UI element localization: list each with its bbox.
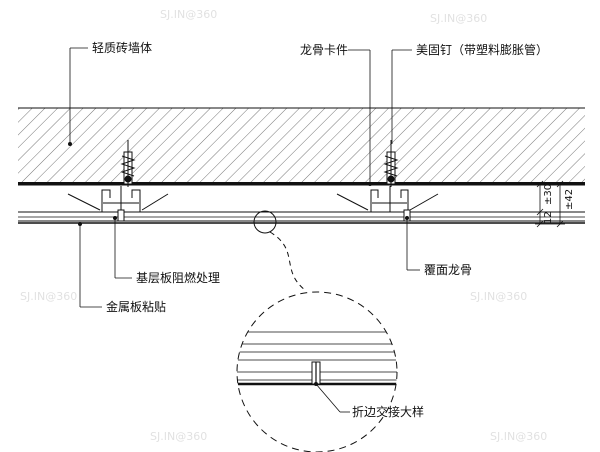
watermark-layer: SJ.IN@360 SJ.IN@360 SJ.IN@360 SJ.IN@360 … xyxy=(20,8,547,443)
label-cover-keel: 覆面龙骨 xyxy=(424,263,472,277)
enlarged-detail xyxy=(236,291,398,452)
dimension-42: ±42 xyxy=(564,189,575,210)
detail-leader xyxy=(269,231,306,291)
leader-cover-keel xyxy=(406,218,420,271)
wall-face-line xyxy=(18,182,585,186)
label-metal-panel: 金属板粘贴 xyxy=(106,299,166,314)
leader-anchor xyxy=(391,49,412,144)
masonry-wall xyxy=(18,107,585,183)
leader-dot xyxy=(405,216,409,220)
leader-wall xyxy=(69,47,88,144)
label-wall: 轻质砖墙体 xyxy=(92,40,152,55)
leader-dot xyxy=(113,216,117,220)
leader-fold-detail xyxy=(315,383,350,413)
label-fold-detail: 折边交接大样 xyxy=(352,404,424,419)
label-base-board: 基层板阻燃处理 xyxy=(136,270,220,285)
watermark: SJ.IN@360 xyxy=(20,290,77,303)
anchor-right xyxy=(383,140,399,187)
watermark: SJ.IN@360 xyxy=(160,8,217,21)
watermark: SJ.IN@360 xyxy=(470,290,527,303)
detail-marker xyxy=(253,210,277,234)
watermark: SJ.IN@360 xyxy=(150,430,207,443)
leader-dot xyxy=(314,382,318,386)
leader-keel-clip xyxy=(348,49,371,184)
keel-assembly-right xyxy=(336,186,439,222)
dimension-12: 12 xyxy=(543,211,554,224)
board-layers xyxy=(18,211,585,224)
keel-assembly-left xyxy=(67,186,169,222)
leader-dot xyxy=(368,182,372,186)
watermark: SJ.IN@360 xyxy=(430,12,487,25)
anchor-left xyxy=(120,140,136,187)
label-keel-clip: 龙骨卡件 xyxy=(300,43,348,57)
watermark: SJ.IN@360 xyxy=(490,430,547,443)
leader-metal-panel xyxy=(79,224,102,308)
leader-dot xyxy=(78,222,82,226)
leader-base-board xyxy=(114,218,132,279)
dimension-30: ±30 xyxy=(543,184,554,205)
label-anchor: 美固钉（带塑料膨胀管） xyxy=(416,42,548,57)
leader-dot xyxy=(68,142,72,146)
dimension-group xyxy=(535,180,565,228)
